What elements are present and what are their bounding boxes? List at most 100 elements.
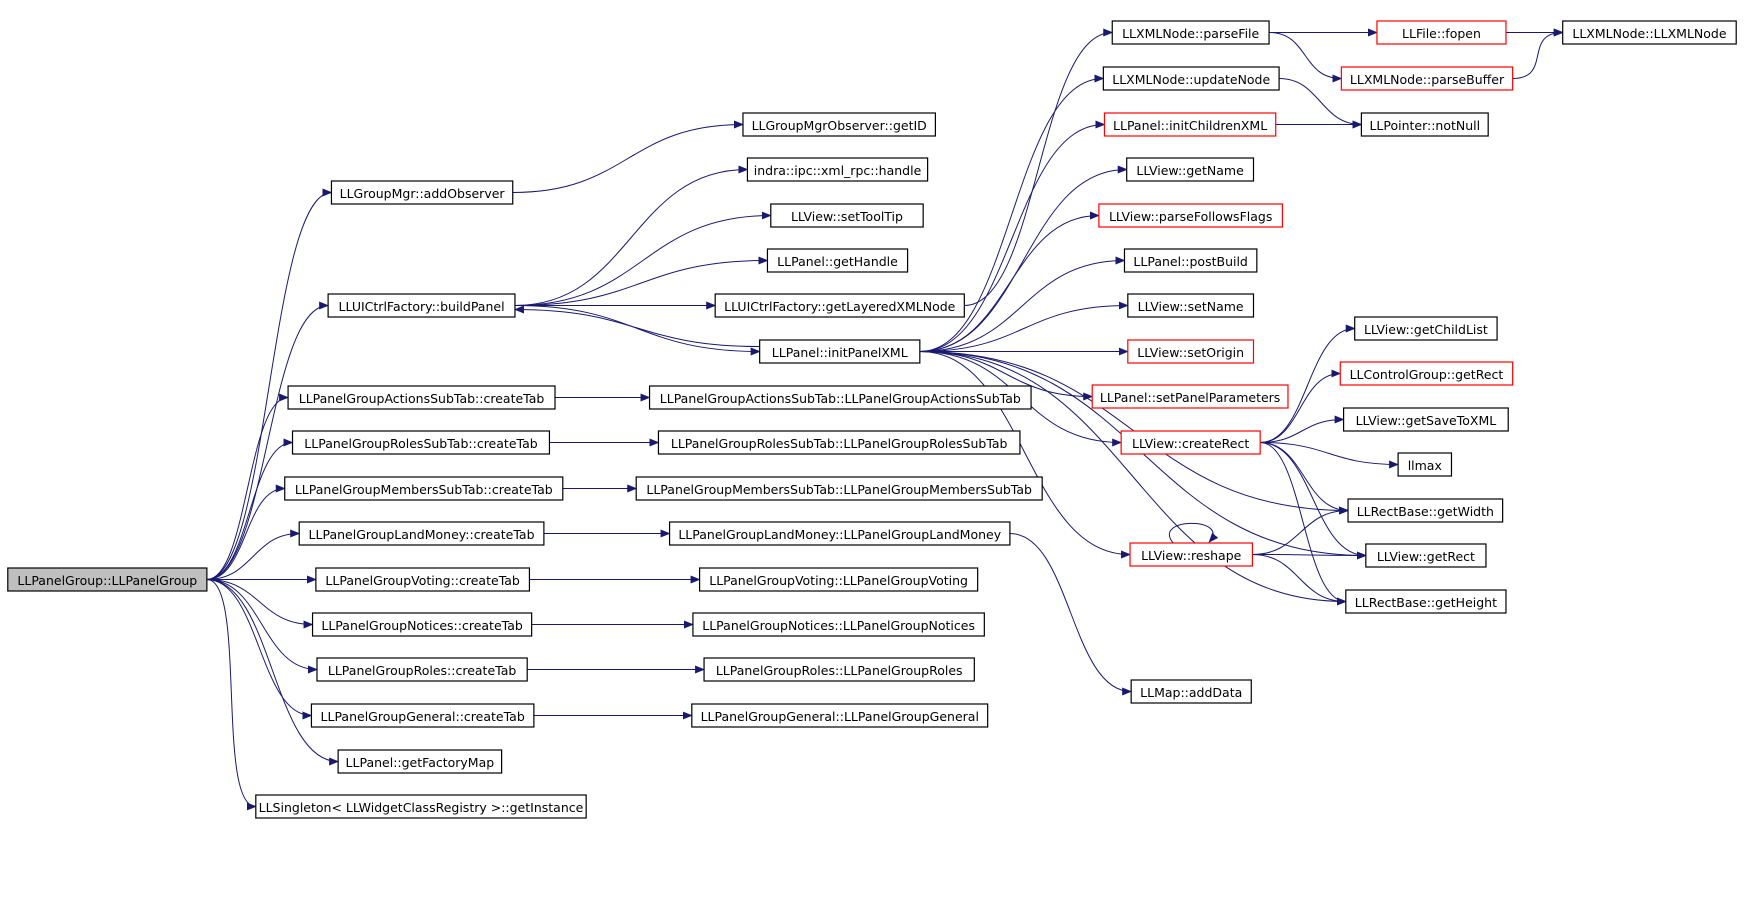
node-label: LLXMLNode::LLXMLNode [1572,26,1726,41]
node-getID[interactable]: LLGroupMgrObserver::getID [742,112,936,137]
node-generalCtor[interactable]: LLPanelGroupGeneral::LLPanelGroupGeneral [691,703,989,728]
node-rolesCtor[interactable]: LLPanelGroupRoles::LLPanelGroupRoles [703,657,975,682]
node-parseFile[interactable]: LLXMLNode::parseFile [1111,20,1270,45]
node-initChildrenXML[interactable]: LLPanel::initChildrenXML [1103,112,1277,137]
edge-createRect-to-llmax [1260,442,1400,469]
node-getHeight[interactable]: LLRectBase::getHeight [1345,589,1507,614]
node-setPanelParams[interactable]: LLPanel::setPanelParameters [1091,384,1289,409]
node-getSaveToXML[interactable]: LLView::getSaveToXML [1342,407,1509,432]
node-setToolTip[interactable]: LLView::setToolTip [770,203,924,228]
node-box [766,248,909,273]
node-box [1127,293,1255,318]
node-box [291,430,551,455]
node-box [1562,20,1737,45]
edge-root-to-generalCreate [206,579,313,720]
node-box [691,703,989,728]
node-membersCtor[interactable]: LLPanelGroupMembersSubTab::LLPanelGroupM… [635,476,1043,501]
node-box [703,657,975,682]
node-getInstance[interactable]: LLSingleton< LLWidgetClassRegistry >::ge… [255,794,587,819]
node-label: LLPointer::notNull [1369,118,1480,133]
node-getFactoryMap[interactable]: LLPanel::getFactoryMap [337,749,503,774]
node-getLayered[interactable]: LLUICtrlFactory::getLayeredXMLNode [714,293,965,318]
node-box [1130,679,1252,704]
edge-root-to-rolesSubCreate [206,438,294,580]
node-label: LLView::getName [1136,163,1244,178]
node-landCtor[interactable]: LLPanelGroupLandMoney::LLPanelGroupLandM… [668,521,1011,546]
node-reshape[interactable]: LLView::reshape [1129,542,1253,567]
node-setName[interactable]: LLView::setName [1127,293,1255,318]
node-getHandle[interactable]: LLPanel::getHandle [766,248,909,273]
node-box [1123,248,1258,273]
edge-initPanelXML-to-getHeight [919,351,1347,606]
node-setOrigin[interactable]: LLView::setOrigin [1127,339,1255,364]
node-label: LLXMLNode::parseBuffer [1350,72,1505,87]
node-box [311,612,533,637]
edge-root-to-rolesCreate [206,579,318,674]
node-xmlnodeCtor[interactable]: LLXMLNode::LLXMLNode [1562,20,1737,45]
node-label: LLGroupMgr::addObserver [340,186,506,201]
node-box [657,430,1021,455]
node-label: LLView::reshape [1141,548,1242,563]
node-root[interactable]: LLPanelGroup::LLPanelGroup [7,567,208,592]
edge-reshape-to-getWidth [1252,506,1350,555]
node-box [1340,66,1514,91]
node-addObserver[interactable]: LLGroupMgr::addObserver [330,180,514,205]
node-actionsCreate[interactable]: LLPanelGroupActionsSubTab::createTab [287,385,556,410]
node-box [327,293,516,318]
node-llmax[interactable]: llmax [1397,452,1453,477]
node-getChildList[interactable]: LLView::getChildList [1354,316,1498,341]
node-membersCreate[interactable]: LLPanelGroupMembersSubTab::createTab [284,476,564,501]
node-label: LLPanelGroupRoles::createTab [328,663,516,678]
node-postBuild[interactable]: LLPanel::postBuild [1123,248,1258,273]
node-xmlrpc[interactable]: indra::ipc::xml_rpc::handle [746,157,929,182]
node-box [284,476,564,501]
node-getRect[interactable]: LLView::getRect [1365,543,1487,568]
node-addData[interactable]: LLMap::addData [1130,679,1252,704]
node-getWidth[interactable]: LLRectBase::getWidth [1347,498,1504,523]
node-label: LLView::setToolTip [791,209,903,224]
node-initPanelXML[interactable]: LLPanel::initPanelXML [759,339,921,364]
node-actionsCtor[interactable]: LLPanelGroupActionsSubTab::LLPanelGroupA… [648,385,1032,410]
edge-getLayered-to-parseFile [964,28,1114,306]
node-label: LLControlGroup::getRect [1350,367,1504,382]
node-buildPanel[interactable]: LLUICtrlFactory::buildPanel [327,293,516,318]
node-label: LLPanel::getHandle [777,254,898,269]
node-rolesSubCtor[interactable]: LLPanelGroupRolesSubTab::LLPanelGroupRol… [657,430,1021,455]
node-box [287,385,556,410]
node-noticesCreate[interactable]: LLPanelGroupNotices::createTab [311,612,533,637]
edge-initPanelXML-to-buildPanel [513,305,760,347]
edge-initPanelXML-to-setName [919,301,1129,352]
node-votingCtor[interactable]: LLPanelGroupVoting::LLPanelGroupVoting [699,567,979,592]
edge-createRect-to-getHeight [1260,442,1347,606]
edge-buildPanel-to-getHandle [514,256,769,306]
node-label: LLXMLNode::updateNode [1112,72,1270,87]
node-getName[interactable]: LLView::getName [1126,157,1255,182]
node-notNull[interactable]: LLPointer::notNull [1360,112,1489,137]
edge-layer [206,28,1564,811]
node-landCreate[interactable]: LLPanelGroupLandMoney::createTab [298,521,545,546]
node-label: LLPanel::getFactoryMap [346,755,495,770]
node-label: LLPanelGroup::LLPanelGroup [17,573,197,588]
edge-reshape-to-getRect [1252,551,1367,560]
node-fopen[interactable]: LLFile::fopen [1376,20,1507,45]
node-ctrlGroupRect[interactable]: LLControlGroup::getRect [1339,361,1514,386]
node-createRect[interactable]: LLView::createRect [1120,430,1261,455]
node-generalCreate[interactable]: LLPanelGroupGeneral::createTab [310,703,535,728]
node-votingCreate[interactable]: LLPanelGroupVoting::createTab [315,567,531,592]
edge-root-to-actionsCreate [206,393,290,580]
node-box [316,657,528,682]
node-noticesCtor[interactable]: LLPanelGroupNotices::LLPanelGroupNotices [692,612,985,637]
node-rolesSubCreate[interactable]: LLPanelGroupRolesSubTab::createTab [291,430,551,455]
node-box [1120,430,1261,455]
node-box [1347,498,1504,523]
node-box [1126,157,1255,182]
edge-root-to-noticesCreate [206,579,314,629]
node-box [648,385,1032,410]
node-label: LLView::getChildList [1364,322,1488,337]
node-parseBuffer[interactable]: LLXMLNode::parseBuffer [1340,66,1514,91]
node-updateNode[interactable]: LLXMLNode::updateNode [1102,66,1280,91]
edge-updateNode-to-notNull [1279,78,1363,129]
node-parseFollows[interactable]: LLView::parseFollowsFlags [1098,203,1284,228]
edge-createRect-to-ctrlGroupRect [1260,369,1342,443]
node-rolesCreate[interactable]: LLPanelGroupRoles::createTab [316,657,528,682]
